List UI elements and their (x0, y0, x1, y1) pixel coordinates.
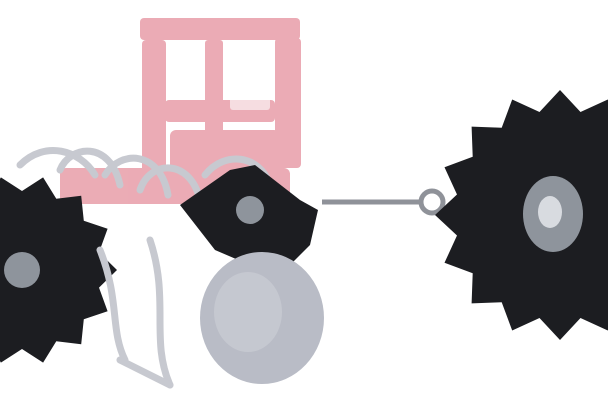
magnified-notched-disc (435, 90, 608, 340)
rear-cutter-hub (236, 196, 264, 224)
smooth-disc (200, 252, 324, 384)
callout-connector (322, 191, 443, 213)
left-notched-disc (0, 177, 117, 362)
magnified-disc-center (538, 196, 562, 228)
left-disc-hub (4, 252, 40, 288)
